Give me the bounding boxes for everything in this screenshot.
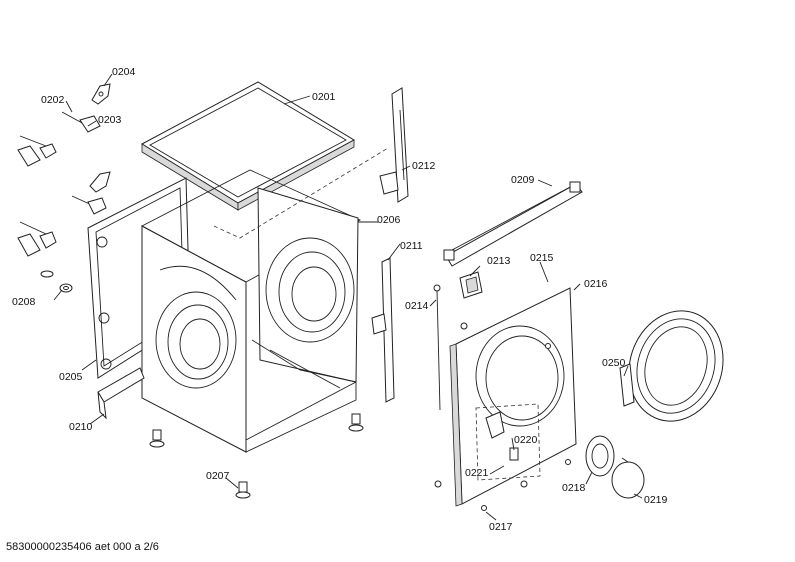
feet-parts	[149, 413, 364, 499]
callout-0210: 0210	[69, 421, 93, 433]
leader-lines	[53, 73, 643, 521]
door-ring-part-0218	[565, 435, 615, 477]
cabinet-part	[87, 147, 389, 453]
callout-0207: 0207	[206, 470, 230, 482]
callout-0213: 0213	[487, 255, 511, 267]
callout-0216: 0216	[584, 278, 608, 290]
rod-part-0214	[433, 284, 441, 411]
crossbrace-part-0209	[443, 181, 583, 267]
cover-part-0219	[611, 457, 645, 499]
door-part-0250	[619, 310, 724, 422]
bracket-part-0210	[97, 367, 145, 420]
callout-0209: 0209	[511, 174, 535, 186]
callout-0201: 0201	[312, 91, 336, 103]
callout-0206: 0206	[377, 214, 401, 226]
callout-0220: 0220	[514, 434, 538, 446]
callout-0211: 0211	[400, 240, 423, 252]
module-part-0213	[459, 271, 483, 299]
callout-0217: 0217	[489, 521, 513, 533]
strut-part-0212	[379, 87, 409, 203]
callout-0212: 0212	[412, 160, 436, 172]
callout-0204: 0204	[112, 66, 136, 78]
front-panel-part-0216	[434, 287, 577, 511]
callout-0202: 0202	[41, 94, 65, 106]
callout-0218: 0218	[562, 482, 586, 494]
document-code: 58300000235406 aet 000 a 2/6	[6, 541, 159, 553]
callout-0215: 0215	[530, 252, 554, 264]
callout-0205: 0205	[59, 371, 83, 383]
callout-0208: 0208	[12, 296, 36, 308]
callout-0214: 0214	[405, 300, 429, 312]
callout-0250: 0250	[602, 357, 626, 369]
hinge-parts	[17, 83, 111, 293]
callout-0221: 0221	[465, 467, 489, 479]
strut-part-0211	[371, 257, 395, 403]
callout-0203: 0203	[98, 114, 122, 126]
callout-0219: 0219	[644, 494, 668, 506]
